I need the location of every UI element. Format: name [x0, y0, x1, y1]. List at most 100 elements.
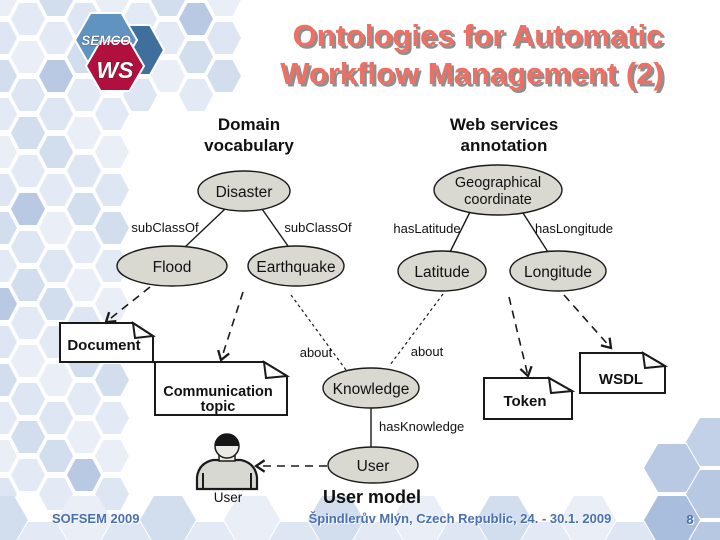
- wsdl-label: WSDL: [599, 371, 643, 388]
- latitude-node: [397, 250, 487, 292]
- hexagon: [67, 459, 101, 491]
- hexagon: [39, 60, 73, 92]
- hexagon: [11, 345, 45, 377]
- edge-about-right: [389, 293, 444, 366]
- hexagon: [39, 250, 73, 282]
- hexagon: [0, 22, 17, 54]
- hexagon: [0, 174, 17, 206]
- hexagon: [67, 155, 101, 187]
- hexagon: [179, 79, 213, 111]
- knowledge-node: [322, 367, 420, 409]
- subclassof-right-label: subClassOf: [284, 220, 352, 235]
- geographical-coordinate-label-line1: Geographical: [455, 175, 541, 191]
- title-line1: Ontologies for Automatic: [293, 18, 664, 53]
- flood-node: [116, 245, 228, 287]
- domain-vocabulary-header-line1: Domain: [218, 115, 280, 134]
- earthquake-node: [247, 245, 345, 287]
- hexagon: [95, 402, 129, 434]
- hexagon: [11, 421, 45, 453]
- hexagon: [95, 174, 129, 206]
- hexagon: [140, 496, 196, 540]
- communication-topic-shape: Communication topic: [154, 360, 291, 416]
- document-shape: Document: [59, 320, 156, 363]
- edge-geo-latitude: [449, 211, 471, 253]
- hexagon: [11, 3, 45, 35]
- title-line2-shadow: Workflow Management (2): [283, 59, 667, 94]
- hexagon: [179, 41, 213, 73]
- communication-topic-label-line1: Communication: [163, 384, 273, 400]
- hexagon: [686, 418, 720, 466]
- hexagon: [39, 0, 73, 16]
- hexagon: [11, 269, 45, 301]
- hexagon: [521, 522, 571, 540]
- hexagon: [151, 0, 185, 16]
- hexagon: [151, 60, 185, 92]
- geographical-coordinate-label-line2: coordinate: [464, 192, 532, 208]
- wsdl-shape: WSDL: [579, 351, 669, 394]
- hexagon: [644, 496, 700, 540]
- haslatitude-label: hasLatitude: [393, 221, 460, 236]
- hexagon: [11, 231, 45, 263]
- hexagon: [11, 307, 45, 339]
- arrow-earthquake-communication-topic: [217, 291, 244, 362]
- knowledge-label: Knowledge: [333, 381, 410, 398]
- hexagon: [0, 60, 17, 92]
- hexagon: [67, 269, 101, 301]
- hexagon: [67, 193, 101, 225]
- longitude-node: [509, 250, 607, 292]
- title-line1-shadow: Ontologies for Automatic: [295, 21, 666, 56]
- hexagon: [11, 117, 45, 149]
- hexagon: [56, 496, 112, 540]
- hexagon: [95, 478, 129, 510]
- hexagon: [67, 383, 101, 415]
- communication-topic-label-line2: topic: [201, 399, 236, 415]
- web-services-header-line2: annotation: [461, 136, 548, 155]
- hexagon: [308, 496, 364, 540]
- hexagon: [0, 212, 17, 244]
- hexagon: [207, 22, 241, 54]
- hexagon: [39, 402, 73, 434]
- hexagon: [39, 136, 73, 168]
- arrow-flood-document: [104, 286, 151, 324]
- hexagon: [644, 444, 700, 492]
- hexagon: [39, 364, 73, 396]
- hexagon: [11, 41, 45, 73]
- edge-geo-longitude: [522, 212, 549, 253]
- hexagon: [0, 402, 17, 434]
- hexagon: [686, 470, 720, 518]
- ontology-diagram: Domain vocabulary Web services annotatio…: [59, 115, 669, 507]
- title-line2: Workflow Management (2): [280, 56, 664, 91]
- token-label: Token: [503, 393, 546, 410]
- hexagon: [11, 193, 45, 225]
- flood-label: Flood: [153, 259, 192, 276]
- hexagon: [95, 364, 129, 396]
- footer-venue: Špindlerův Mlýn, Czech Republic, 24. - 3…: [309, 511, 612, 526]
- hexagon: [0, 326, 17, 358]
- hexagon: [39, 440, 73, 472]
- footer: SOFSEM 2009 Špindlerův Mlýn, Czech Repub…: [52, 511, 694, 527]
- hexagon: [39, 288, 73, 320]
- user-model-header: User model: [323, 487, 421, 507]
- hexagon: [476, 496, 532, 540]
- footer-page-number: 8: [686, 512, 693, 527]
- hasknowledge-label: hasKnowledge: [379, 419, 464, 434]
- slide-title: Ontologies for Automatic Ontologies for …: [280, 18, 666, 94]
- hexagon: [95, 288, 129, 320]
- hexagon: [11, 79, 45, 111]
- footer-conference: SOFSEM 2009: [52, 511, 139, 526]
- hexagon: [0, 0, 17, 16]
- hexagon: [0, 364, 17, 396]
- logo-hexagon-red: [84, 40, 146, 92]
- hexagon: [95, 136, 129, 168]
- hexagon: [11, 383, 45, 415]
- hexagon: [11, 155, 45, 187]
- hexagon: [67, 79, 101, 111]
- hexagon: [67, 117, 101, 149]
- logo-ws-label: WS: [96, 57, 134, 83]
- hexagon: [0, 288, 17, 320]
- hexagon: [67, 231, 101, 263]
- hexagon: [605, 522, 655, 540]
- hexagon: [39, 212, 73, 244]
- hexagon: [39, 22, 73, 54]
